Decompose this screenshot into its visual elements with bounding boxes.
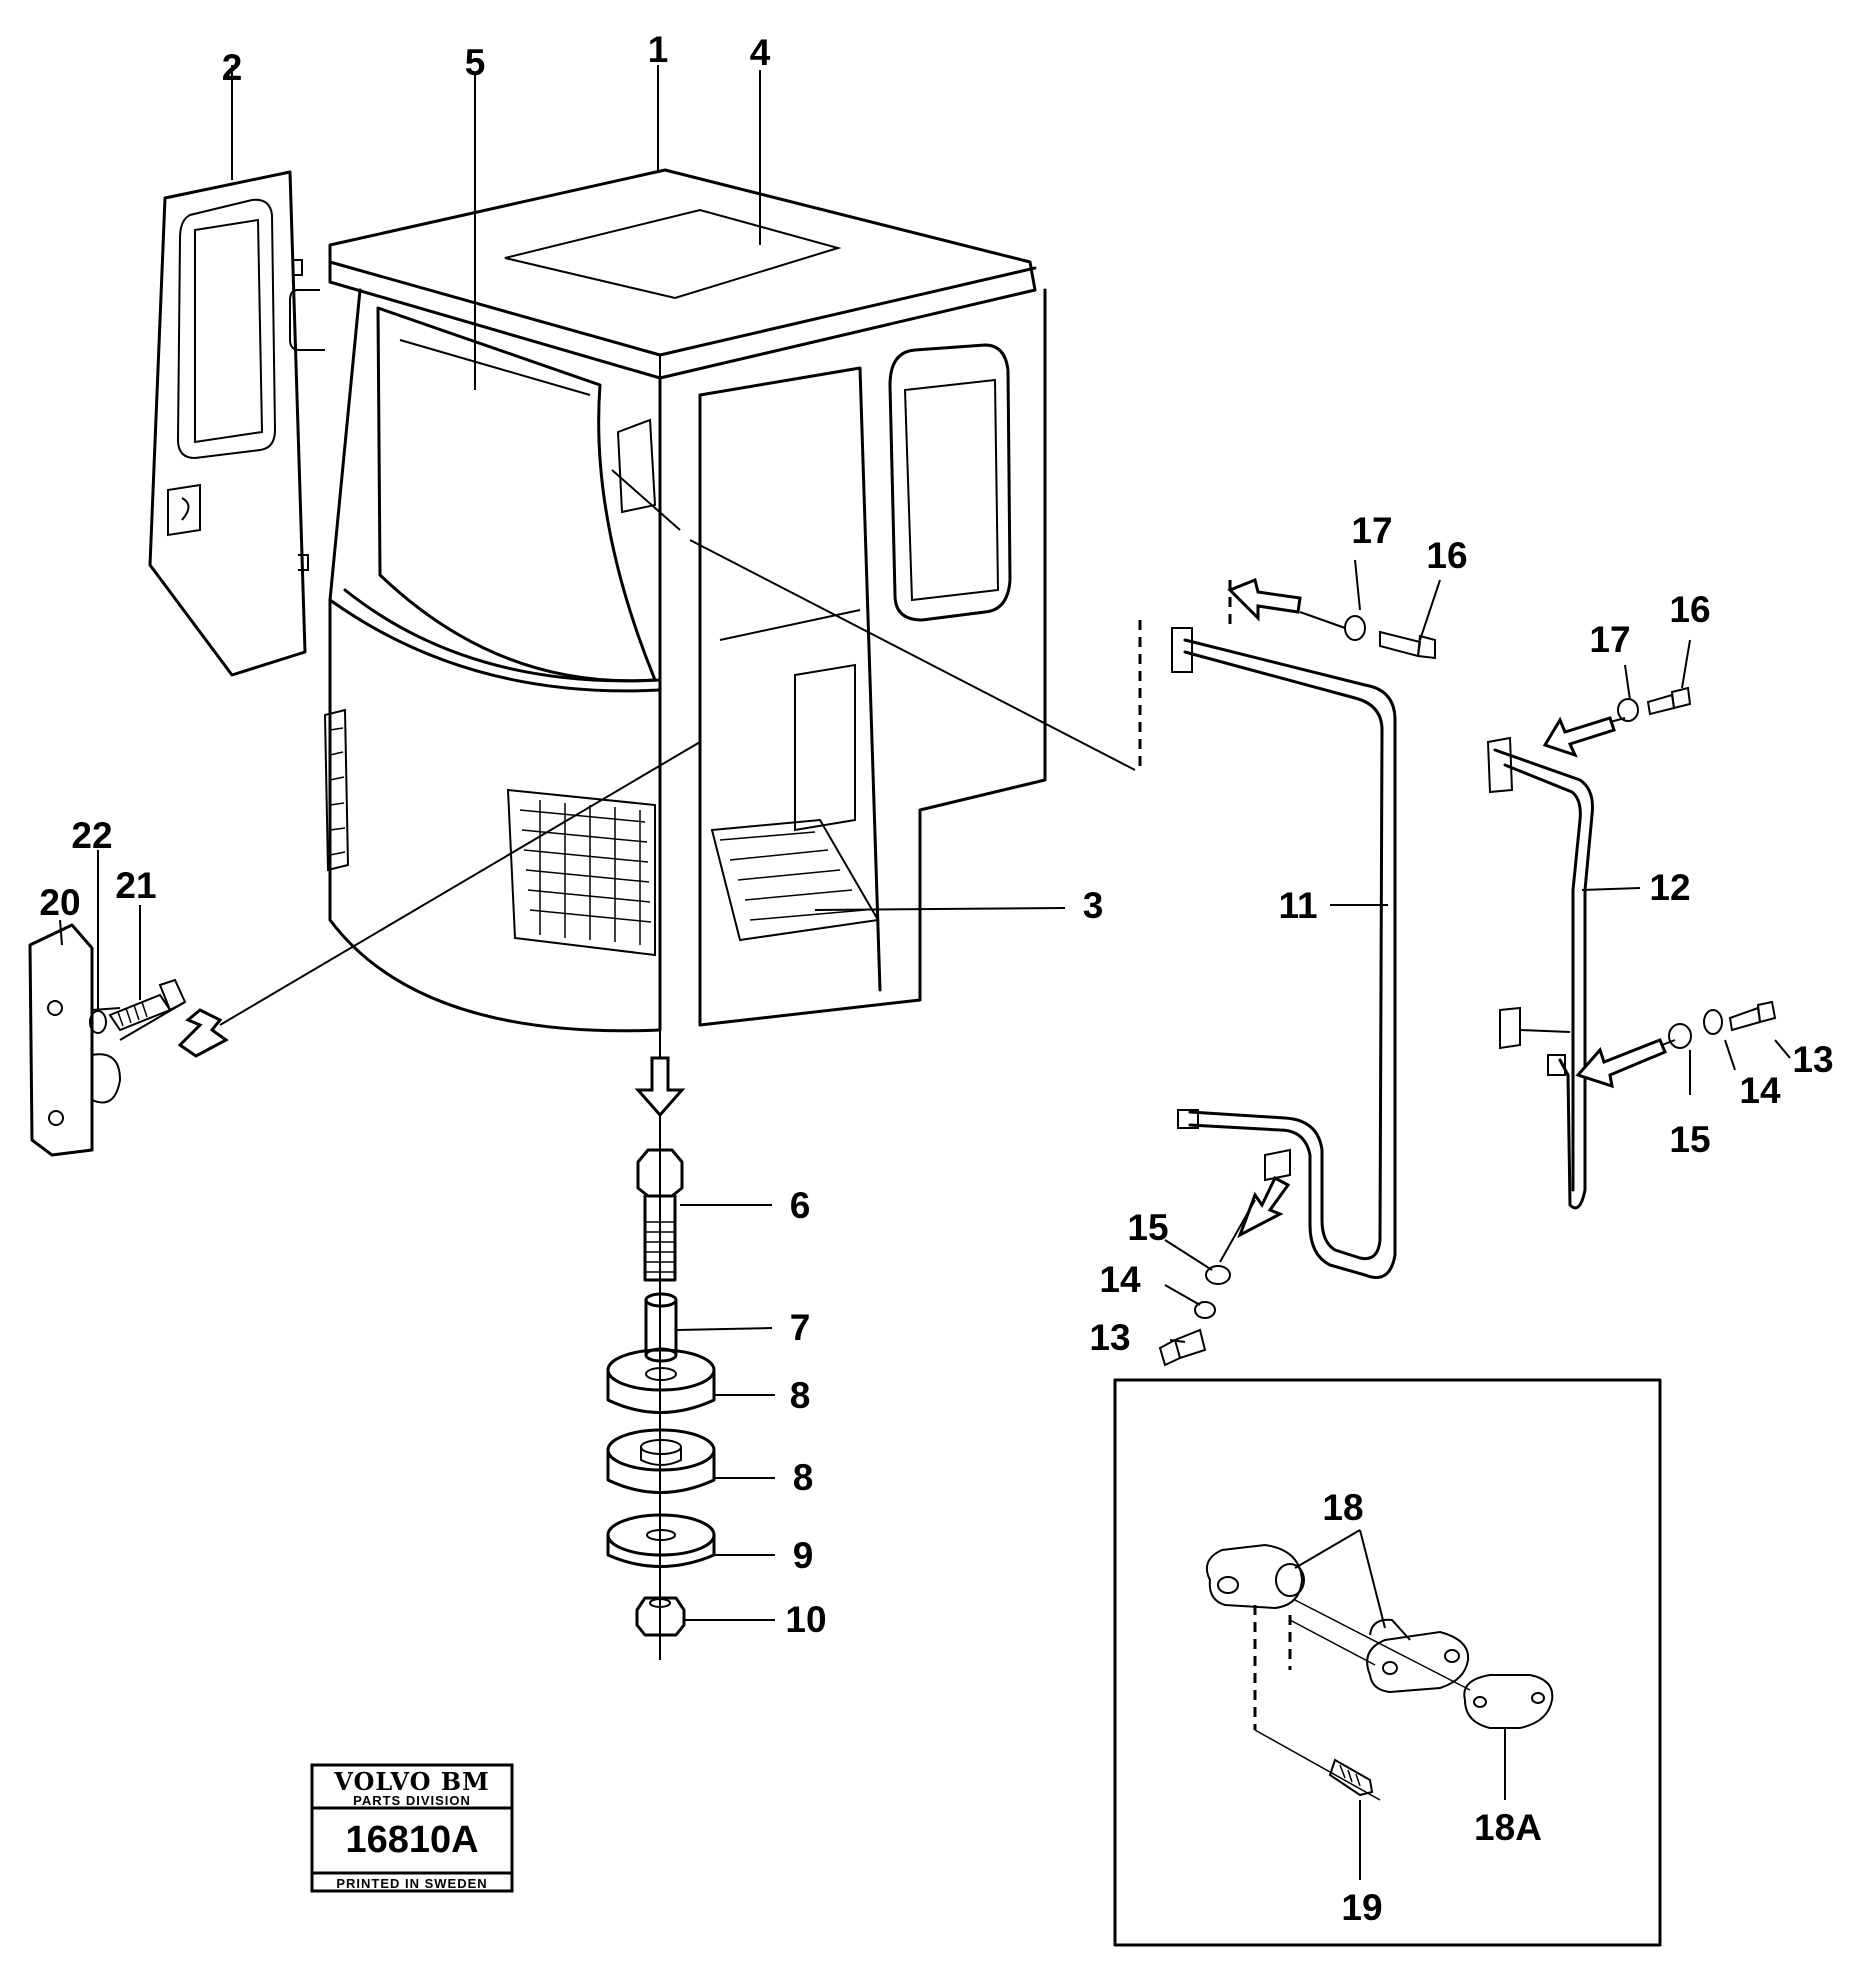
rear-window xyxy=(376,306,657,683)
latch-bracket xyxy=(28,741,701,1157)
callout-14-right: 14 xyxy=(1739,1070,1781,1111)
callout-15-left: 15 xyxy=(1127,1207,1168,1248)
cab-floor xyxy=(710,818,880,942)
callout-7: 7 xyxy=(790,1307,811,1348)
callout-18A: 18A xyxy=(1474,1807,1542,1848)
callout-18: 18 xyxy=(1322,1487,1363,1528)
callout-9: 9 xyxy=(793,1535,814,1576)
callout-14-left: 14 xyxy=(1099,1259,1141,1300)
callout-labels: 1 2 3 4 5 6 7 8 8 9 10 11 12 13 14 15 13… xyxy=(39,29,1833,1928)
stamp-printed: PRINTED IN SWEDEN xyxy=(336,1876,487,1891)
callout-6: 6 xyxy=(790,1185,811,1226)
callout-19: 19 xyxy=(1341,1887,1382,1928)
callout-10: 10 xyxy=(785,1599,826,1640)
callout-20: 20 xyxy=(39,882,80,923)
cab-door xyxy=(148,170,309,677)
callout-22: 22 xyxy=(71,815,112,856)
callout-8-upper: 8 xyxy=(790,1375,811,1416)
callout-16-right: 16 xyxy=(1669,589,1710,630)
mount-stack xyxy=(606,1030,716,1660)
callout-1: 1 xyxy=(648,29,669,70)
callout-2: 2 xyxy=(222,47,243,88)
roof-hatch xyxy=(504,208,842,300)
stamp-number: 16810A xyxy=(345,1819,478,1861)
callout-15-right: 15 xyxy=(1669,1119,1710,1160)
callout-13-right: 13 xyxy=(1792,1039,1833,1080)
inset-detail-box xyxy=(1113,1378,1662,1947)
callout-17-right: 17 xyxy=(1589,619,1630,660)
callout-5: 5 xyxy=(465,42,486,83)
handrail-12 xyxy=(1486,686,1777,1210)
parts-division-stamp: VOLVO BM PARTS DIVISION 16810A PRINTED I… xyxy=(310,1763,514,1893)
callout-8-lower: 8 xyxy=(793,1457,814,1498)
handrail-11 xyxy=(689,539,1436,1367)
callout-21: 21 xyxy=(115,865,156,906)
callout-12: 12 xyxy=(1649,867,1690,908)
callout-11: 11 xyxy=(1278,885,1317,926)
leader-lines xyxy=(59,65,1791,1621)
callout-3: 3 xyxy=(1083,885,1104,926)
callout-16-left: 16 xyxy=(1426,535,1467,576)
callout-4: 4 xyxy=(750,32,771,73)
stamp-division: PARTS DIVISION xyxy=(353,1793,471,1808)
callout-17-left: 17 xyxy=(1351,510,1392,551)
stamp-brand: VOLVO BM xyxy=(333,1767,489,1796)
cab-assembly xyxy=(289,168,1047,1033)
callout-13-left: 13 xyxy=(1089,1317,1130,1358)
